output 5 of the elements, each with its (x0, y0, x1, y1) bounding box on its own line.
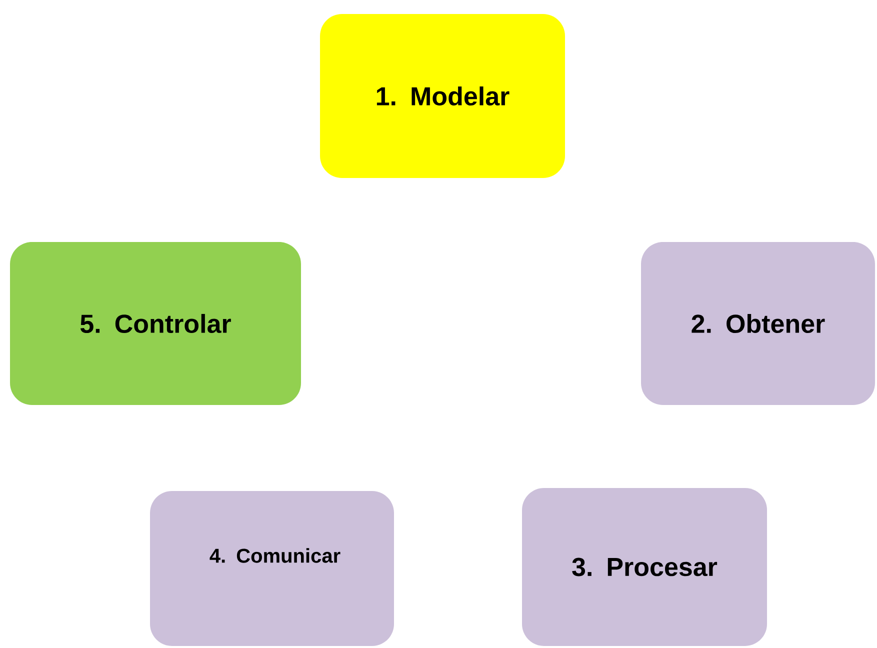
process-box: 5. Controlar (10, 242, 301, 405)
process-box: 2. Obtener (641, 242, 875, 405)
process-box: 4. Comunicar (150, 491, 394, 646)
process-box: 1. Modelar (320, 14, 565, 178)
process-box: 3. Procesar (522, 488, 767, 646)
